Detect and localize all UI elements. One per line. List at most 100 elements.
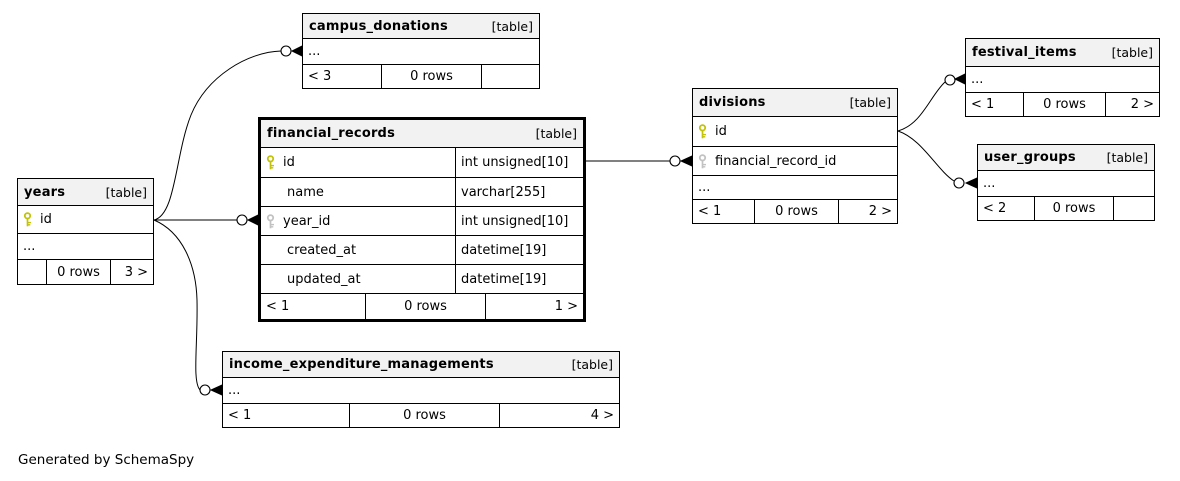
column-row-ellipsis: ... xyxy=(966,67,1159,92)
table-footer: < 1 0 rows 2 > xyxy=(693,199,897,223)
table-header[interactable]: financial_records [table] xyxy=(261,120,583,148)
ellipsis-label: ... xyxy=(228,383,241,398)
table-tag: [table] xyxy=(1111,45,1153,60)
table-tag: [table] xyxy=(571,357,613,372)
table-footer: < 1 0 rows 2 > xyxy=(966,92,1159,116)
primary-key-icon xyxy=(698,124,707,139)
footer-row-count: 0 rows xyxy=(46,260,110,284)
table-header[interactable]: festival_items [table] xyxy=(966,39,1159,67)
column-type: int unsigned[10] xyxy=(455,207,583,235)
table-header[interactable]: user_groups [table] xyxy=(978,145,1154,171)
footer-row-count: 0 rows xyxy=(381,65,481,88)
column-row-ellipsis: ... xyxy=(303,39,539,64)
table-name[interactable]: financial_records xyxy=(267,126,396,141)
footer-parents-count xyxy=(481,65,539,88)
footer-children-count: < 2 xyxy=(983,201,1007,216)
table-income-expenditure-managements[interactable]: income_expenditure_managements [table] .… xyxy=(222,351,620,428)
table-header[interactable]: divisions [table] xyxy=(693,89,897,117)
column-row-financial-record-id: financial_record_id xyxy=(693,146,897,175)
table-name[interactable]: user_groups xyxy=(984,150,1076,165)
footer-row-count: 0 rows xyxy=(1023,93,1105,116)
footer-children-count xyxy=(18,260,46,284)
table-footer: < 1 0 rows 1 > xyxy=(261,293,583,319)
table-name[interactable]: campus_donations xyxy=(309,18,448,34)
edge-divisions-festival-items xyxy=(897,73,966,132)
column-name: year_id xyxy=(283,213,331,229)
table-divisions[interactable]: divisions [table] id xyxy=(692,88,898,224)
footer-children-count: < 1 xyxy=(266,299,290,314)
footer-row-count: 0 rows xyxy=(754,200,838,223)
footer-children-count: < 1 xyxy=(228,408,252,423)
table-festival-items[interactable]: festival_items [table] ... < 1 0 rows 2 … xyxy=(965,38,1160,117)
table-tag: [table] xyxy=(849,95,891,110)
table-user-groups[interactable]: user_groups [table] ... < 2 0 rows xyxy=(977,144,1155,221)
ellipsis-label: ... xyxy=(698,180,711,195)
column-name: id xyxy=(715,124,727,139)
footer-parents-count: 1 > xyxy=(485,294,583,319)
column-name: id xyxy=(283,155,295,170)
column-name: updated_at xyxy=(287,271,361,287)
column-name: financial_record_id xyxy=(715,153,837,169)
table-years[interactable]: years [table] id ... 0 rows xyxy=(17,178,154,285)
footer-children-count: < 3 xyxy=(308,69,332,84)
column-type: int unsigned[10] xyxy=(455,148,583,177)
table-name[interactable]: years xyxy=(24,184,66,200)
table-footer: < 2 0 rows xyxy=(978,196,1154,220)
table-footer: < 3 0 rows xyxy=(303,64,539,88)
column-row-year-id: year_id int unsigned[10] xyxy=(261,206,583,235)
footer-children-count: < 1 xyxy=(971,97,995,112)
table-header[interactable]: years [table] xyxy=(18,179,153,206)
footer-parents-count: 4 > xyxy=(499,404,619,427)
column-row-id: id int unsigned[10] xyxy=(261,148,583,177)
foreign-key-icon xyxy=(266,213,275,229)
column-name: id xyxy=(40,212,52,227)
footer-parents-count: 2 > xyxy=(1105,93,1159,116)
table-footer: < 1 0 rows 4 > xyxy=(223,403,619,427)
table-footer: 0 rows 3 > xyxy=(18,259,153,284)
primary-key-icon xyxy=(23,212,32,227)
footer-parents-count: 2 > xyxy=(838,200,897,223)
column-name: name xyxy=(287,184,324,200)
edge-divisions-user-groups xyxy=(897,130,978,189)
footer-row-count: 0 rows xyxy=(349,404,499,427)
column-row-ellipsis: ... xyxy=(978,171,1154,196)
table-campus-donations[interactable]: campus_donations [table] ... < 3 0 rows xyxy=(302,13,540,89)
table-tag: [table] xyxy=(491,18,533,34)
foreign-key-icon xyxy=(698,153,707,169)
ellipsis-label: ... xyxy=(971,72,984,87)
table-header[interactable]: campus_donations [table] xyxy=(303,14,539,39)
table-tag: [table] xyxy=(535,126,577,141)
column-row-id: id xyxy=(18,206,153,233)
column-type: datetime[19] xyxy=(455,265,583,293)
edge-years-financial-records xyxy=(154,214,259,226)
footer-children-count: < 1 xyxy=(698,204,722,219)
edge-years-income-expenditure-managements xyxy=(153,219,223,396)
column-row-created-at: created_at datetime[19] xyxy=(261,235,583,264)
edge-financial-records-divisions xyxy=(586,155,693,167)
table-tag: [table] xyxy=(1106,150,1148,165)
column-name: created_at xyxy=(287,242,357,258)
ellipsis-label: ... xyxy=(983,176,996,191)
table-name[interactable]: income_expenditure_managements xyxy=(229,357,494,372)
column-row-ellipsis: ... xyxy=(18,233,153,259)
footer-row-count: 0 rows xyxy=(1034,197,1113,220)
table-name[interactable]: divisions xyxy=(699,95,766,110)
column-type: varchar[255] xyxy=(455,178,583,206)
column-row-updated-at: updated_at datetime[19] xyxy=(261,264,583,293)
column-row-id: id xyxy=(693,117,897,146)
primary-key-icon xyxy=(266,155,275,170)
table-name[interactable]: festival_items xyxy=(972,45,1077,60)
footer-parents-count xyxy=(1113,197,1154,220)
table-header[interactable]: income_expenditure_managements [table] xyxy=(223,352,619,378)
footer-parents-count: 3 > xyxy=(110,260,153,284)
table-financial-records[interactable]: financial_records [table] id int unsigne… xyxy=(258,117,586,322)
ellipsis-label: ... xyxy=(308,44,321,59)
generator-note: Generated by SchemaSpy xyxy=(18,452,195,468)
column-type: datetime[19] xyxy=(455,236,583,264)
column-row-ellipsis: ... xyxy=(223,378,619,403)
ellipsis-label: ... xyxy=(23,239,36,254)
table-tag: [table] xyxy=(105,184,147,200)
column-row-name: name varchar[255] xyxy=(261,177,583,206)
column-row-ellipsis: ... xyxy=(693,175,897,199)
